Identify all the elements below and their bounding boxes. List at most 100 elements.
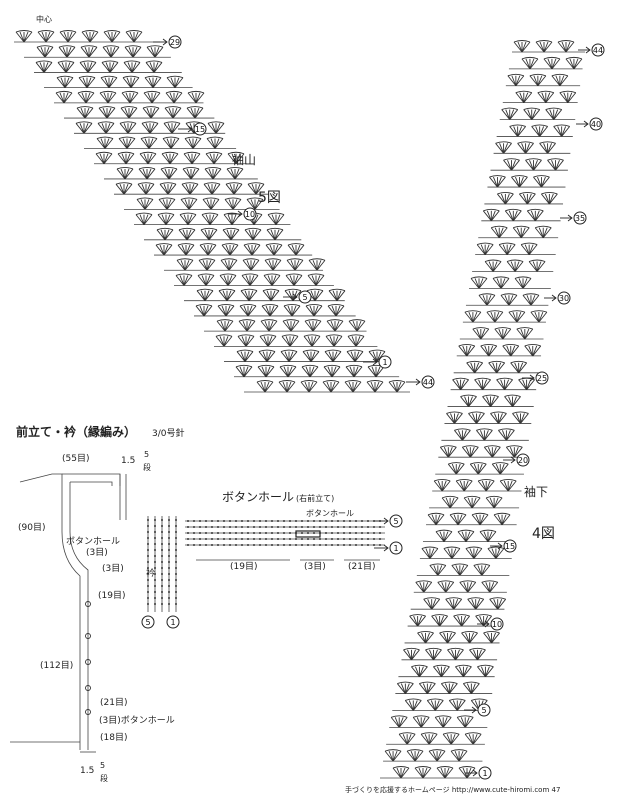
stitch-shell [220,258,238,271]
stitch-shell [535,40,553,53]
stitch-shell [178,227,196,241]
stitch-shell [557,40,575,53]
sleeve-cap-row-marker: 1 [378,355,392,369]
stitch-shell [187,90,205,104]
stitch-shell [280,349,298,362]
stitch-shell [157,212,175,225]
stitch-shell [137,182,155,195]
stitch-shell [140,136,158,149]
stitch-shell [197,273,215,286]
svg-text:15: 15 [195,125,205,134]
stitch-shell [565,56,583,70]
stitch-shell [417,630,434,644]
stitch-shell [467,597,485,610]
stitch-shell [217,303,235,317]
stitch-shell [122,75,140,88]
stitch-shell [219,273,237,286]
stitch-shell [243,243,261,256]
stitch-shell [58,45,76,58]
stitch-shell [508,310,526,323]
stitch-shell [285,273,303,286]
stitch-shell [485,495,503,509]
stitch-shell [525,158,542,171]
stitch-shell [238,319,256,332]
stitch-shell [503,158,520,171]
stitch-shell [511,175,528,188]
stitch-shell [458,343,476,357]
stitch-shell [451,563,469,576]
stitch-shell [442,732,460,745]
stitch-shell [79,60,97,73]
stitch-shell [504,394,521,407]
stitch-shell [437,580,455,593]
top-count-label: (55目) [62,453,89,464]
stitch-shell [180,197,198,210]
stitch-shell [443,546,461,559]
stitch-shell [498,242,516,255]
stitch-shell [431,614,448,627]
stitch-shell [534,225,552,239]
stitch-shell [459,580,477,593]
front-band-outline [10,473,127,753]
stitch-shell [490,411,507,424]
buttonhole-left-label: ボタンホール [66,536,120,547]
stitch-shell [478,293,496,306]
stitch-shell [497,192,514,205]
sleeve-cap-row-marker: 5 [298,290,312,304]
stitch-shell [235,364,253,378]
stitch-shell [440,681,458,694]
stitch-shell [482,394,499,407]
stitch-shell [145,60,163,73]
stitch-shell [308,258,326,271]
stitch-shell [346,349,364,362]
stitch-shell [404,698,422,711]
stitch-shell [146,45,164,58]
stitch-shell [533,175,550,188]
stitch-shell [559,90,577,103]
stitch-shell [278,380,296,393]
stitch-shell [123,60,141,73]
stitch-shell [522,293,540,306]
stitch-shell [462,681,480,694]
stitch-shell [224,197,242,210]
stitch-shell [449,512,467,526]
stitch-shell [476,428,493,441]
stitch-shell [516,327,534,340]
sleeve-cap-row-marker: 44 [421,375,435,389]
bh-count-21: (21目) [348,561,375,572]
stitch-shell [428,749,446,762]
stitch-shell [155,243,173,256]
stitch-shell [117,151,135,165]
collar-label: 衿 [146,567,155,579]
stitch-shell [322,380,340,393]
front-band-title: 前立て・衿（縁編み） [16,424,136,439]
stitch-shell [512,225,530,239]
stitch-shell [435,529,453,542]
stitch-shell [456,715,474,728]
stitch-shell [279,364,297,378]
stitch-shell [469,647,486,661]
stitch-shell [138,167,156,180]
stitch-shell [499,479,517,492]
stitch-shell [184,136,202,149]
sleeve-lower-row-marker: 25 [535,371,549,385]
stitch-shell [163,121,181,134]
stitch-shell [455,479,473,492]
band-top-edge [62,473,121,486]
sleeve-cap-row-marker: 10 [243,207,257,221]
stitch-shell [240,288,258,301]
stitch-shell [246,197,264,210]
stitch-shell [247,182,265,195]
stitch-shell [179,212,197,225]
stitch-shell [135,212,153,225]
dim-top-unit: 5 [144,450,149,459]
stitch-shell [425,647,442,661]
svg-text:44: 44 [423,378,433,387]
stitch-shell [124,45,142,58]
stitch-shell [244,227,262,241]
stitch-shell [98,106,116,119]
stitch-shell [216,319,234,332]
stitch-shell [530,310,548,323]
stitch-shell [325,334,343,347]
stitch-shell [436,766,454,779]
